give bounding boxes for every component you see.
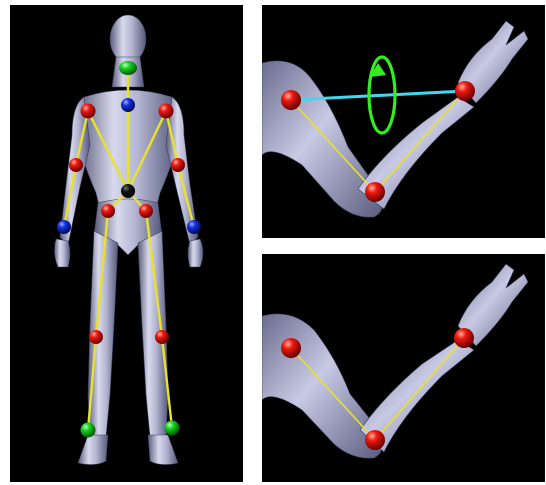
joint-right-knee — [89, 330, 103, 344]
right-foot — [78, 435, 108, 465]
joint-right-ankle — [81, 423, 96, 438]
joint-left-shoulder — [159, 104, 174, 119]
joint-right-hip — [101, 204, 115, 218]
upper-arm — [262, 314, 383, 458]
joint-left-knee — [155, 330, 169, 344]
left-hand — [188, 239, 203, 267]
joint-wrist — [454, 328, 474, 348]
head — [110, 15, 146, 63]
bone-forearm — [375, 338, 464, 440]
bone-forearm — [375, 91, 465, 192]
joint-left-elbow — [171, 158, 185, 172]
joint-elbow — [365, 182, 385, 202]
joint-shoulder — [281, 90, 301, 110]
arm-bent-figure — [262, 254, 545, 482]
full-body-panel — [10, 5, 243, 482]
joint-right-shoulder — [81, 104, 96, 119]
joint-left-hip — [139, 204, 153, 218]
joint-right-wrist — [57, 220, 71, 234]
arm-twist-panel — [262, 5, 545, 238]
joint-right-elbow — [69, 158, 83, 172]
joint-elbow — [365, 430, 385, 450]
joint-head — [119, 61, 137, 75]
arm-twist-figure — [262, 5, 545, 238]
joint-left-ankle — [165, 421, 180, 436]
joint-left-wrist — [187, 220, 201, 234]
left-foot — [148, 435, 178, 465]
arm-bent-panel — [262, 254, 545, 482]
arm-model — [262, 21, 528, 217]
joint-wrist — [455, 81, 475, 101]
right-hand — [54, 239, 70, 267]
joint-pelvis — [121, 184, 135, 198]
joint-neck — [121, 98, 135, 112]
full-body-figure — [10, 5, 243, 482]
joint-shoulder — [281, 338, 301, 358]
